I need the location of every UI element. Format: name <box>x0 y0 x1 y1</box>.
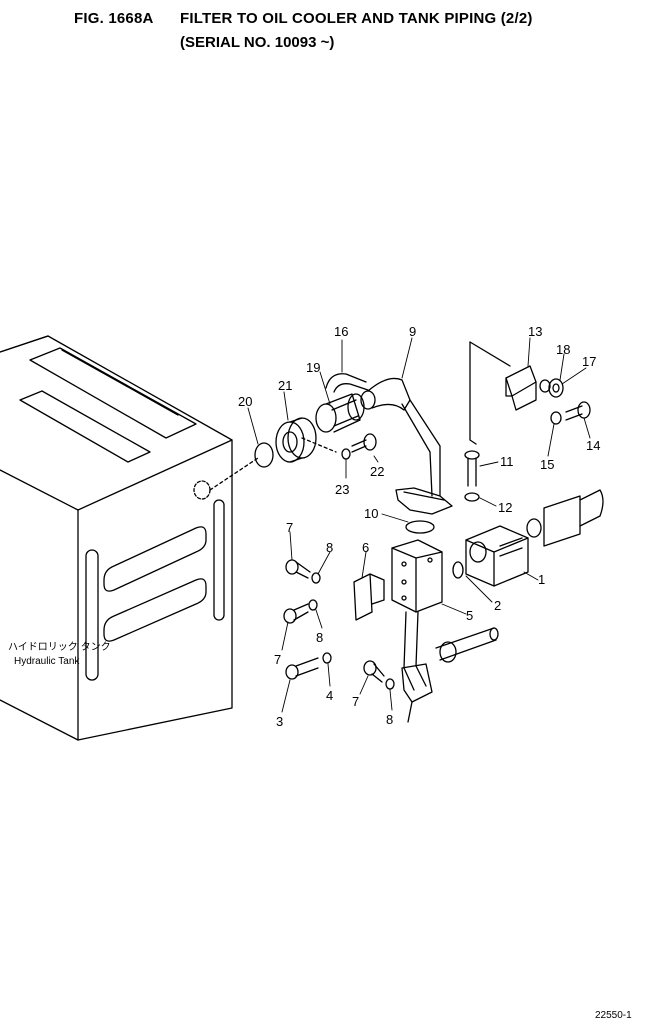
callout-19: 19 <box>306 360 320 375</box>
part-21-flange <box>275 417 337 463</box>
part-20-o-ring <box>254 442 274 468</box>
serial-number-range: (SERIAL NO. 10093 ~) <box>180 34 335 51</box>
part-22-bolt <box>351 433 377 453</box>
part-9-pipe <box>360 341 511 515</box>
callout-8-upper: 8 <box>326 540 333 555</box>
callout-21: 21 <box>278 378 292 393</box>
callout-3: 3 <box>276 714 283 729</box>
part-5-valve-block <box>391 539 499 723</box>
callout-8-middle: 8 <box>316 630 323 645</box>
callout-7-middle: 7 <box>274 652 281 667</box>
tank-label-english: Hydraulic Tank <box>14 656 80 667</box>
part-11-bolt <box>464 450 480 487</box>
callout-17: 17 <box>582 354 596 369</box>
part-8-washer-b <box>308 599 318 611</box>
part-15-washer <box>550 411 562 425</box>
figure-title-text: FILTER TO OIL COOLER AND TANK PIPING (2/… <box>180 10 533 27</box>
part-8-washer-a <box>311 572 321 584</box>
callout-4: 4 <box>326 688 333 703</box>
part-4-washer <box>322 652 332 664</box>
callout-22: 22 <box>370 464 384 479</box>
part-7-bolt-a <box>285 559 311 579</box>
callout-18: 18 <box>556 342 570 357</box>
callout-8-lower: 8 <box>386 712 393 727</box>
part-12-washer <box>464 492 480 502</box>
callout-11: 11 <box>500 454 514 469</box>
part-1-filter-block <box>465 489 604 587</box>
document-number: 22550-1 <box>595 1010 632 1021</box>
hydraulic-tank <box>0 335 259 741</box>
part-10-o-ring <box>405 520 435 534</box>
callout-2: 2 <box>494 598 501 613</box>
callout-5: 5 <box>466 608 473 623</box>
part-23-washer <box>341 448 351 460</box>
callout-20: 20 <box>238 394 252 409</box>
callout-16: 16 <box>334 324 348 339</box>
callout-23: 23 <box>335 482 349 497</box>
part-3-bolt <box>285 657 319 680</box>
callout-9: 9 <box>409 324 416 339</box>
figure-title: FIG. 1668A FILTER TO OIL COOLER AND TANK … <box>74 10 533 27</box>
callout-1: 1 <box>538 572 545 587</box>
part-8-washer-c <box>385 678 395 690</box>
callout-7-lower: 7 <box>352 694 359 709</box>
part-19-hose-joint <box>315 393 365 433</box>
part-18-washer <box>539 379 551 393</box>
part-7-bolt-b <box>283 603 309 624</box>
callout-14: 14 <box>586 438 600 453</box>
part-7-bolt-c <box>363 660 385 683</box>
tank-label-japanese: ハイドロリック タンク <box>8 641 111 653</box>
callout-10: 10 <box>364 506 378 521</box>
callout-15: 15 <box>540 457 554 472</box>
callout-7-upper: 7 <box>286 520 293 535</box>
part-14-bolt <box>565 401 591 421</box>
part-6-bracket <box>353 573 385 621</box>
part-16-u-bolt <box>325 373 369 393</box>
figure-number: FIG. 1668A <box>74 10 154 27</box>
part-17-nut <box>548 378 564 398</box>
callout-6: 6 <box>362 540 369 555</box>
callout-13: 13 <box>528 324 542 339</box>
part-13-bracket <box>505 365 537 411</box>
callout-12: 12 <box>498 500 512 515</box>
part-2-o-ring <box>452 561 464 579</box>
